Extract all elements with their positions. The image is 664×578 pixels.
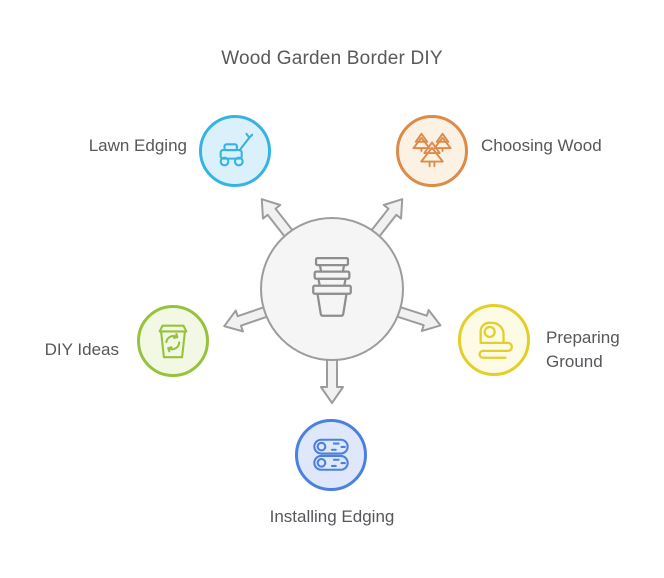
label-preparing-ground: Preparing Ground xyxy=(546,328,620,371)
arrow-down-icon xyxy=(320,356,344,404)
node-diy-ideas xyxy=(137,305,209,377)
arrow-right-icon xyxy=(394,305,442,332)
page-title: Wood Garden Border DIY xyxy=(221,48,443,69)
tape-measure-icon xyxy=(478,321,513,359)
node-choosing-wood xyxy=(396,115,468,187)
label-lawn-edging: Lawn Edging xyxy=(88,136,187,155)
pine-trees-icon xyxy=(412,132,452,168)
recycle-bin-icon xyxy=(158,324,188,359)
node-lawn-edging xyxy=(199,115,271,187)
stacked-pots-icon xyxy=(312,256,352,317)
node-preparing-ground xyxy=(458,304,530,376)
central-hub xyxy=(260,217,404,361)
label-choosing-wood: Choosing Wood xyxy=(481,136,602,155)
arrow-up-right-icon xyxy=(368,198,404,240)
label-installing-edging: Installing Edging xyxy=(269,507,395,526)
node-installing-edging xyxy=(295,419,367,491)
wood-logs-icon xyxy=(313,438,349,471)
arrow-left-icon xyxy=(223,305,271,333)
lawn-mower-icon xyxy=(219,132,254,167)
label-diy-ideas: DIY Ideas xyxy=(44,340,119,359)
